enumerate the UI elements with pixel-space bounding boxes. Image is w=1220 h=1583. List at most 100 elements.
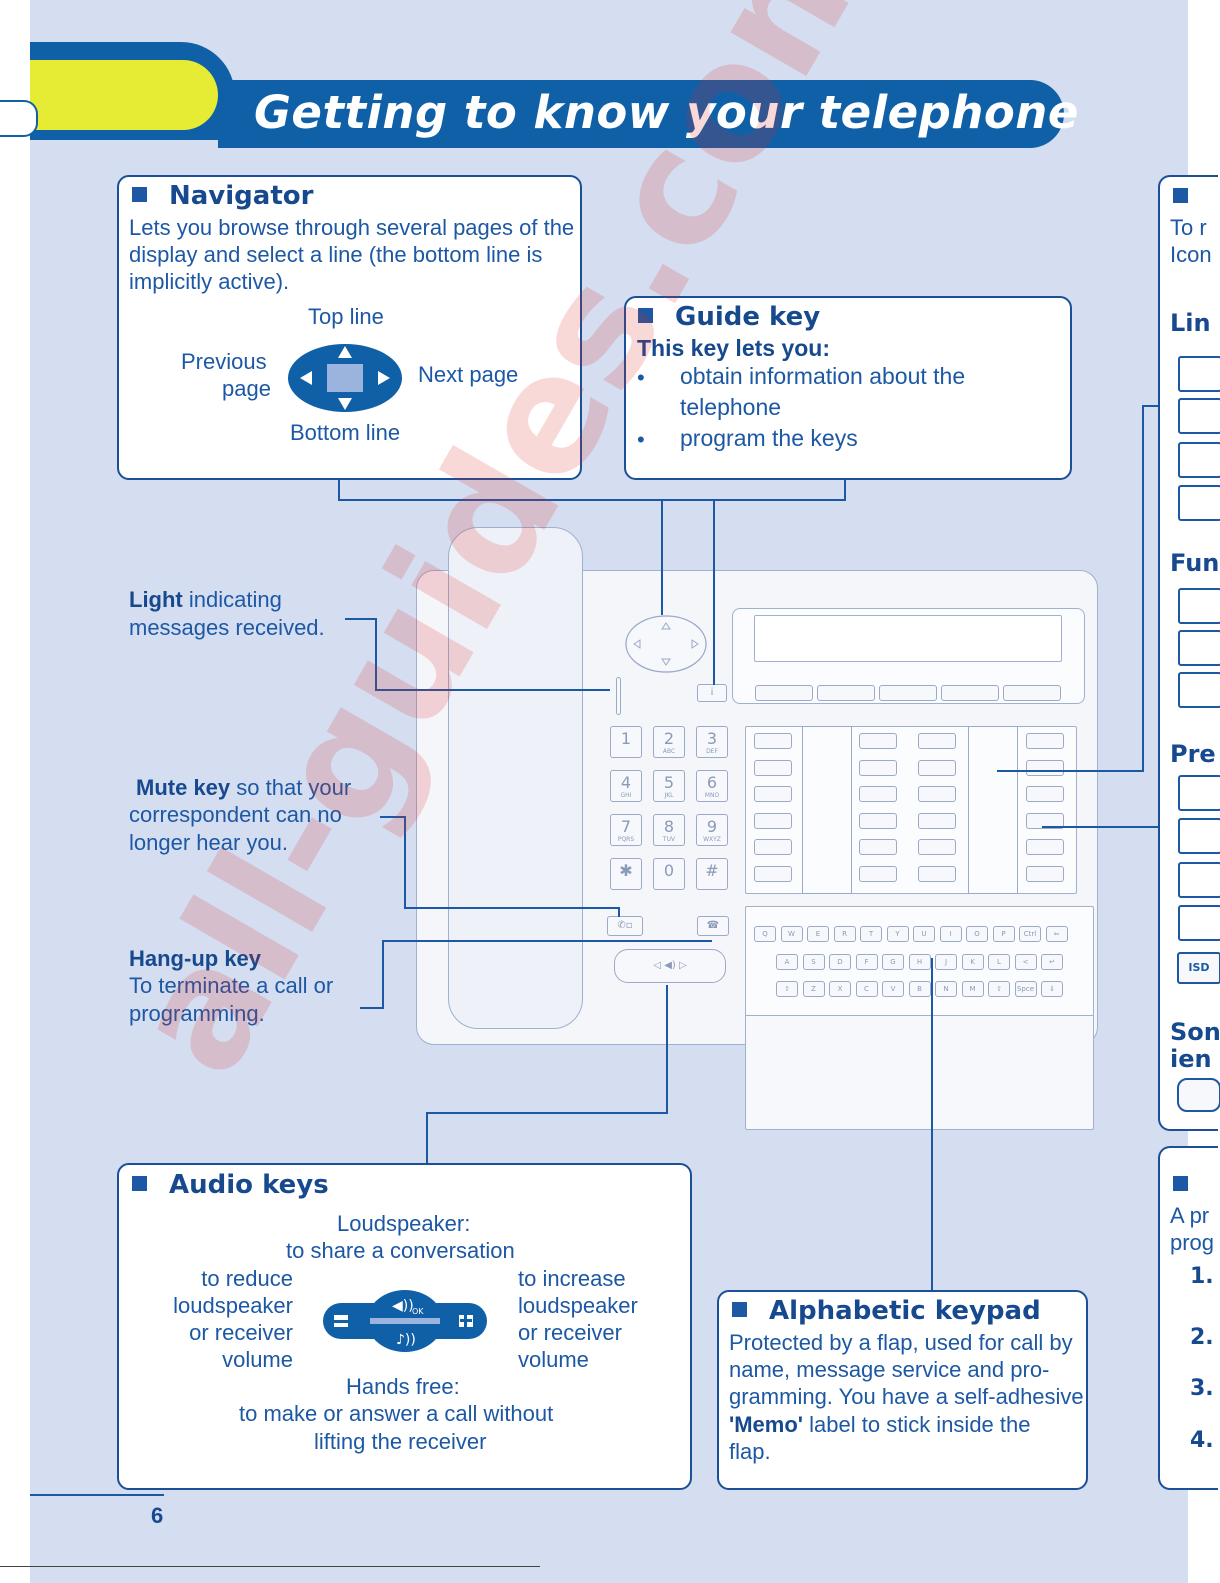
keyboard-key[interactable]: ⇐ <box>1045 926 1068 942</box>
dialpad-digit: 9 <box>706 817 718 836</box>
programmable-key[interactable] <box>859 812 897 829</box>
keyboard-key[interactable]: ⇓ <box>1041 981 1063 997</box>
right-icon-text: Icon <box>1170 242 1212 267</box>
keyboard-key[interactable]: D <box>829 954 851 970</box>
display-softkey[interactable] <box>755 685 813 701</box>
keyboard-key[interactable]: A <box>776 954 798 970</box>
keyboard-key[interactable]: ⇧ <box>988 981 1010 997</box>
square-bullet-icon <box>1173 1176 1188 1191</box>
audio-hands-2: to make or answer a call without <box>239 1401 554 1426</box>
guide-item-1a: obtain information about the <box>680 363 966 389</box>
keyboard-key[interactable]: F <box>855 954 878 970</box>
programmable-key[interactable] <box>754 733 792 749</box>
hangup-key[interactable]: ☎ <box>697 916 729 936</box>
keyboard-key[interactable]: U <box>913 926 935 942</box>
programmable-key[interactable] <box>1026 759 1064 776</box>
programmable-key[interactable] <box>859 759 897 776</box>
programmable-key[interactable] <box>859 786 897 802</box>
keyboard-key[interactable]: I <box>939 926 962 942</box>
feature-icon <box>1178 588 1220 624</box>
keyboard-key[interactable]: W <box>780 926 803 942</box>
feature-icon <box>1178 862 1220 898</box>
programmable-key[interactable] <box>918 865 956 882</box>
audio-keys-small[interactable]: ◁ ◀) ▷ <box>614 949 726 983</box>
programmable-key[interactable] <box>918 786 956 802</box>
message-light <box>616 677 621 715</box>
keyboard-key[interactable]: Spce <box>1014 981 1037 997</box>
keyboard-key[interactable]: H <box>908 954 931 970</box>
keyboard-key[interactable]: N <box>935 981 957 997</box>
keyboard-key[interactable]: X <box>829 981 851 997</box>
keyboard-key[interactable]: R <box>833 926 856 942</box>
keyboard-key[interactable]: M <box>961 981 984 997</box>
dialpad-key-#[interactable]: # <box>696 858 728 890</box>
keyboard-key[interactable]: C <box>855 981 878 997</box>
display-softkey[interactable] <box>817 685 875 701</box>
keyboard-key[interactable]: L <box>988 954 1010 970</box>
programmable-key[interactable] <box>859 865 897 882</box>
dialpad-key-✱[interactable]: ✱ <box>610 858 642 890</box>
keyboard-key[interactable]: P <box>992 926 1015 942</box>
guide-bullet-2: • <box>637 427 645 452</box>
display-softkey[interactable] <box>941 685 999 701</box>
programmable-key[interactable] <box>754 786 792 802</box>
programmable-key[interactable] <box>1026 733 1064 749</box>
keyboard-key[interactable]: S <box>802 954 825 970</box>
line-keys-column[interactable] <box>968 726 1018 894</box>
keyboard-key[interactable]: K <box>961 954 984 970</box>
keyboard-key[interactable]: V <box>882 981 904 997</box>
programmable-key[interactable] <box>754 812 792 829</box>
programmable-key[interactable] <box>859 839 897 855</box>
keyboard-key[interactable]: Y <box>886 926 909 942</box>
keyboard-key[interactable]: Z <box>802 981 825 997</box>
display-softkey[interactable] <box>879 685 937 701</box>
programmable-key[interactable] <box>918 812 956 829</box>
programmable-key[interactable] <box>754 759 792 776</box>
dialpad-digit: 1 <box>620 729 632 748</box>
keyboard-key[interactable]: J <box>935 954 957 970</box>
programmable-key[interactable] <box>754 865 792 882</box>
keyboard-key[interactable]: Q <box>754 926 776 942</box>
dialpad-digit: 2 <box>663 729 675 748</box>
keyboard-key[interactable]: ⇧ <box>776 981 798 997</box>
keyboard-key[interactable]: G <box>882 954 904 970</box>
mute-callout-3: longer hear you. <box>129 830 288 855</box>
keyboard-key[interactable]: O <box>966 926 988 942</box>
keyboard-key[interactable]: E <box>807 926 829 942</box>
dialpad-key-1[interactable]: 1 <box>610 726 642 758</box>
keyboard-key[interactable]: T <box>860 926 882 942</box>
line-keys-column[interactable] <box>802 726 852 894</box>
right-to-text: To r <box>1170 215 1207 240</box>
keyboard-key[interactable]: Ctrl <box>1019 926 1041 942</box>
programmable-key[interactable] <box>918 733 956 749</box>
feature-icon <box>1178 672 1220 708</box>
programmable-key[interactable] <box>754 839 792 855</box>
dialpad-key-0[interactable]: 0 <box>653 858 685 890</box>
guide-key[interactable]: i <box>697 684 727 702</box>
programmable-key[interactable] <box>918 759 956 776</box>
programmable-key[interactable] <box>859 733 897 749</box>
audio-speaker-2: to share a conversation <box>286 1238 515 1263</box>
keyboard-key[interactable]: < <box>1014 954 1037 970</box>
display-softkey[interactable] <box>1003 685 1061 701</box>
programmable-key[interactable] <box>918 839 956 855</box>
keyboard-key[interactable]: B <box>908 981 931 997</box>
dialpad-letters: MNO <box>704 792 720 799</box>
page-number: 6 <box>151 1503 164 1528</box>
programmable-key[interactable] <box>1026 812 1064 829</box>
programmable-key[interactable] <box>1026 865 1064 882</box>
keyboard-key[interactable]: ↵ <box>1041 954 1063 970</box>
programmable-key[interactable] <box>1026 839 1064 855</box>
programmable-key[interactable] <box>1026 786 1064 802</box>
phone-navigator-icon[interactable] <box>624 614 708 674</box>
mute-key[interactable]: ✆▫ <box>607 916 643 936</box>
connector-line <box>618 907 620 917</box>
